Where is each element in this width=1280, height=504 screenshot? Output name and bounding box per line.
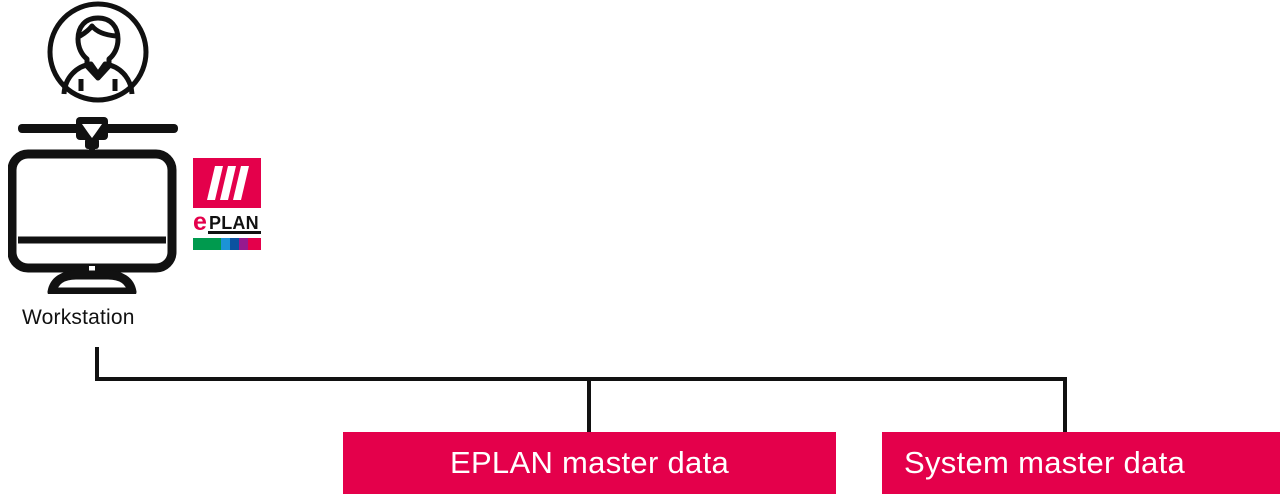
svg-text:PLAN: PLAN xyxy=(209,213,259,233)
swatch-pink xyxy=(248,238,261,250)
eplan-wordmark: e PLAN xyxy=(193,209,261,235)
eplan-logo: e PLAN xyxy=(193,158,261,255)
eplan-slashes-mark xyxy=(193,158,261,208)
system-master-data-box[interactable]: System master data xyxy=(882,432,1280,494)
workstation-label: Workstation xyxy=(22,306,135,329)
eplan-color-swatches xyxy=(193,238,261,250)
user-avatar-icon xyxy=(47,1,149,103)
svg-text:e: e xyxy=(193,209,207,235)
swatch-purple xyxy=(239,238,248,250)
swatch-green xyxy=(193,238,221,250)
swatch-ltblue xyxy=(221,238,230,250)
swatch-dkblue xyxy=(230,238,239,250)
eplan-master-data-label: EPLAN master data xyxy=(449,445,730,480)
eplan-master-data-box[interactable]: EPLAN master data xyxy=(343,432,836,494)
system-master-data-label: System master data xyxy=(904,445,1186,480)
workstation-node: e PLAN Workstation xyxy=(0,0,280,340)
desktop-monitor-icon xyxy=(8,117,178,294)
